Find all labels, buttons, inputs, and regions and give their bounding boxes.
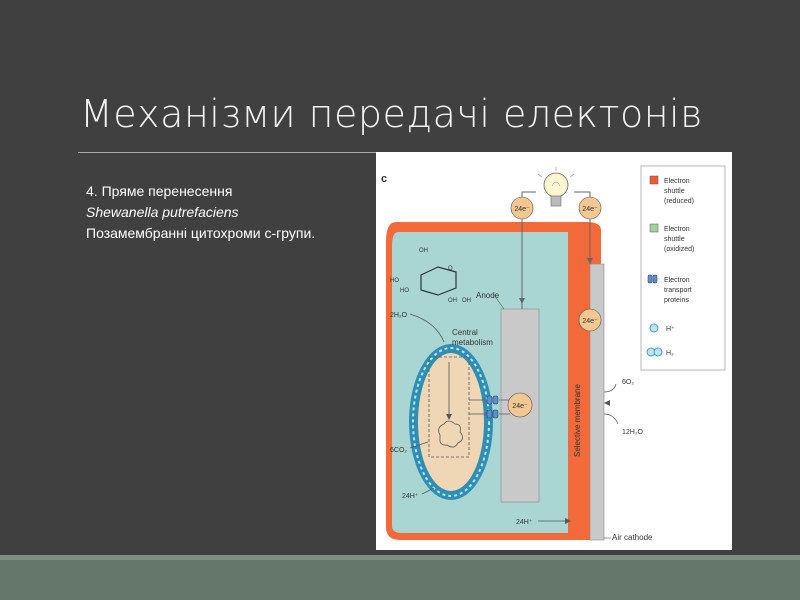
metabolism-cycle	[438, 420, 463, 448]
co2-label: 6CO₂	[390, 447, 407, 454]
svg-text:shuttle: shuttle	[664, 236, 685, 243]
svg-text:OH: OH	[419, 248, 428, 254]
svg-text:shuttle: shuttle	[664, 188, 685, 195]
protons-out-label: 24H⁺	[516, 519, 533, 526]
legend-hydrogen-label: H₂	[666, 350, 674, 357]
selective-membrane	[568, 232, 584, 533]
water-in-label: 2H₂O	[390, 312, 408, 319]
panel-label: c	[381, 173, 387, 185]
selective-membrane-label: Selective membrane	[573, 384, 582, 457]
legend-transport-icon	[647, 274, 658, 284]
air-cathode	[589, 263, 605, 541]
anode-label: Anode	[476, 291, 500, 300]
svg-text:OH: OH	[448, 298, 457, 304]
svg-text:Electron: Electron	[664, 178, 690, 185]
electron-cathode	[578, 308, 602, 332]
central-metabolism-label-1: Central	[452, 328, 478, 337]
svg-text:Electron: Electron	[664, 226, 690, 233]
oxygen-label: 6O₂	[622, 379, 634, 386]
legend-hydrogen-icon	[646, 347, 663, 357]
legend-swatch-reduced	[649, 175, 659, 185]
electron-label-left-top: 24e⁻	[514, 206, 530, 213]
slide-body: 4. Пряме перенесення Shewanella putrefac…	[86, 181, 315, 244]
air-cathode-label: Air cathode	[612, 533, 653, 542]
mfc-diagram: c Selective membrane Air cathode Anode 2…	[376, 152, 732, 550]
transport-proteins	[486, 395, 499, 419]
electron-left-top	[510, 196, 534, 220]
electron-right-top	[578, 196, 602, 220]
svg-text:proteins: proteins	[664, 297, 689, 304]
cytoplasm	[418, 353, 484, 491]
svg-text:(oxidized): (oxidized)	[664, 246, 694, 253]
mfc-diagram-svg: c Selective membrane Air cathode Anode 2…	[381, 165, 726, 542]
footer-accent	[0, 555, 800, 560]
legend-proton-icon	[649, 323, 659, 333]
svg-text:transport: transport	[664, 287, 692, 294]
svg-text:O: O	[448, 266, 453, 272]
electron-anode	[507, 392, 533, 418]
metabolism-box	[428, 356, 470, 458]
central-metabolism-label-2: metabolism	[452, 338, 493, 347]
svg-text:HO: HO	[390, 278, 399, 284]
legend-proton-label: H⁺	[666, 326, 675, 333]
body-line-organism: Shewanella putrefaciens	[86, 204, 239, 220]
electron-label-right-top: 24e⁻	[582, 206, 598, 213]
legend	[640, 165, 726, 371]
svg-text:OH: OH	[462, 298, 471, 304]
electron-label-cathode: 24e⁻	[582, 318, 598, 325]
body-line-cytochromes: Позамембранні цитохроми с-групи.	[86, 225, 316, 241]
footer-band	[0, 560, 800, 600]
light-bulb-icon	[537, 167, 575, 207]
protons-cell-label: 24H⁺	[402, 493, 419, 500]
svg-text:(reduced): (reduced)	[664, 198, 694, 205]
svg-text:Electron: Electron	[664, 277, 690, 284]
slide-title: Механізми передачі електонів	[80, 92, 703, 136]
legend-swatch-oxidized	[649, 223, 659, 233]
body-line-direct-transfer: 4. Пряме перенесення	[86, 183, 233, 199]
glucose-molecule: OH HO HO OH O OH	[390, 248, 471, 304]
water-out-label: 12H₂O	[622, 429, 644, 436]
svg-text:HO: HO	[400, 288, 409, 294]
electron-label-anode: 24e⁻	[512, 403, 528, 410]
